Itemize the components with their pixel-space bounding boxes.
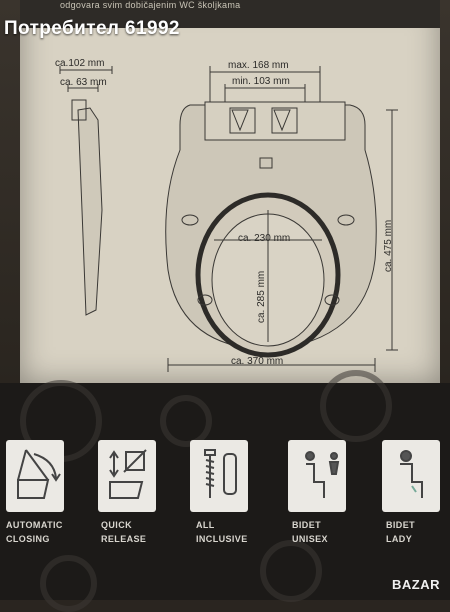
header-subtitle: odgovara svim dobičajenim WC školjkama xyxy=(60,0,241,10)
dim-min-width: min. 103 mm xyxy=(232,76,290,87)
dim-side-top: ca.102 mm xyxy=(55,58,105,69)
bazar-logo: BAZAR xyxy=(392,577,440,592)
decor-circle xyxy=(260,540,322,602)
dim-total-length: ca. 475 mm xyxy=(383,219,394,272)
quick-release-icon xyxy=(98,440,156,512)
decor-circle xyxy=(40,555,97,612)
header-strip xyxy=(20,0,440,28)
bidet-unisex-icon xyxy=(288,440,346,512)
dim-inner-width: ca. 230 mm xyxy=(238,233,291,244)
dim-total-width: ca. 370 mm xyxy=(231,356,284,367)
decor-circle xyxy=(320,370,392,442)
dim-max-width: max. 168 mm xyxy=(228,60,289,71)
dim-inner-length: ca. 285 mm xyxy=(256,270,267,323)
decor-circle xyxy=(160,395,212,447)
seat-technical-drawing xyxy=(59,66,398,372)
dim-side-mid: ca. 63 mm xyxy=(60,77,107,88)
screw-fittings-icon xyxy=(190,440,248,512)
soft-close-icon xyxy=(6,440,64,512)
bidet-lady-icon xyxy=(382,440,440,512)
watermark-title: Потребител 61992 xyxy=(4,18,180,39)
